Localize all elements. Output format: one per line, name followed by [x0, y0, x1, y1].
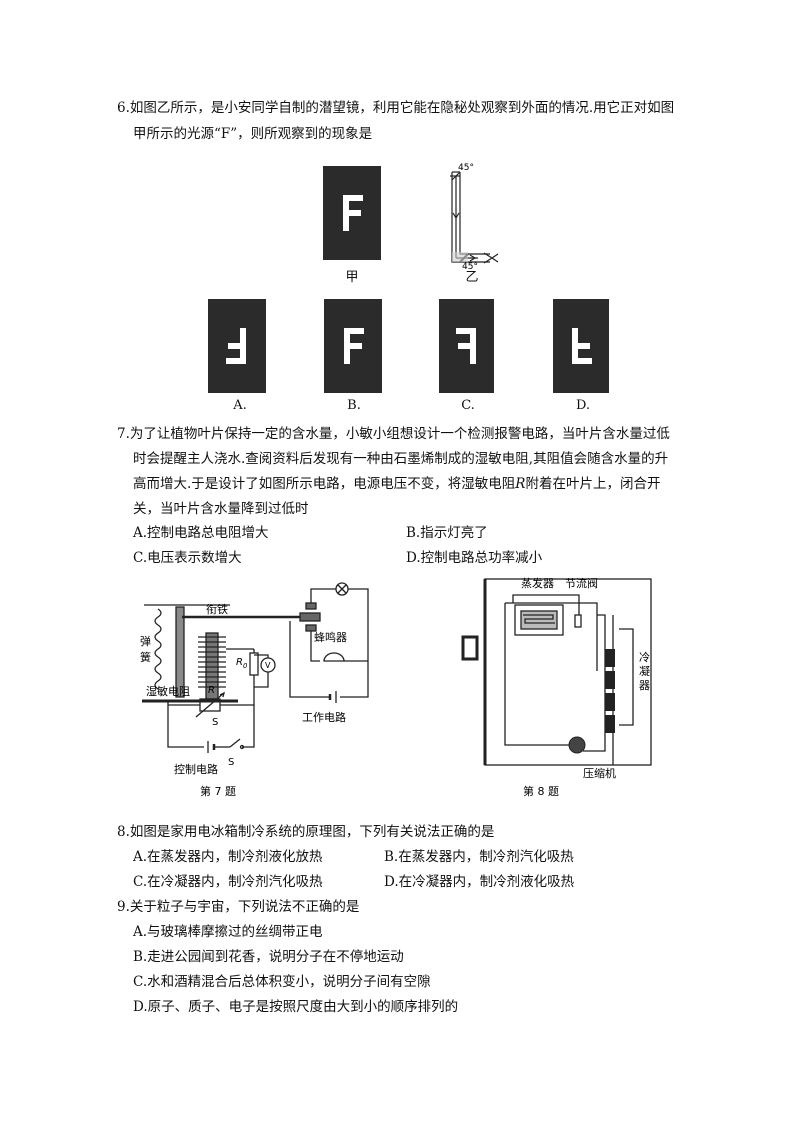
letter-f-upright-icon: [344, 328, 364, 364]
q7-line2: 时会提醒主人浇水.查阅资料后发现有一种由石墨烯制成的湿敏电阻,其阻值会随含水量的…: [133, 451, 669, 467]
figure-8-fridge: 蒸发器 节流阀 冷 凝 器 压缩机 第 8 题: [461, 576, 652, 798]
condenser-label-2: 凝: [639, 664, 650, 678]
q9-stem: 9.关于粒子与宇宙，下列说法不正确的是: [117, 899, 360, 915]
condenser-label-1: 冷: [639, 651, 650, 664]
q9-option-d[interactable]: D.原子、质子、电子是按照尺度由大到小的顺序排列的: [133, 999, 459, 1015]
q7-line3-var: R: [515, 476, 526, 492]
option-a-label: A.: [233, 398, 247, 413]
s-label-2: S: [228, 757, 234, 768]
work-circuit-label: 工作电路: [302, 711, 346, 724]
option-c-label: C.: [461, 398, 475, 413]
yi-label: 乙: [465, 270, 479, 285]
letter-f-rotated-icon: [572, 328, 592, 364]
evaporator-label: 蒸发器: [521, 576, 554, 590]
q6-line2: 甲所示的光源“F”，则所观察到的现象是: [133, 126, 373, 142]
figure-yi-periscope: 45° 45°: [450, 163, 499, 270]
humid-resistor-label: 湿敏电阻: [146, 684, 190, 698]
q7-line3-rest: 附着在叶片上，闭合开: [525, 476, 661, 492]
q8-option-a[interactable]: A.在蒸发器内，制冷剂液化放热: [133, 849, 323, 865]
jia-label: 甲: [345, 270, 359, 285]
spring-label-2: 簧: [140, 650, 151, 664]
q9-option-a[interactable]: A.与玻璃棒摩擦过的丝绸带正电: [133, 924, 323, 940]
r0-label: R0: [236, 657, 248, 670]
q7-line1: 7.为了让植物叶片保持一定的含水量，小敏小组想设计一个检测报警电路，当叶片含水量…: [117, 426, 670, 442]
letter-f-icon: [343, 195, 363, 231]
q8-option-d[interactable]: D.在冷凝器内，制冷剂液化吸热: [384, 874, 575, 890]
buzzer-label: 蜂鸣器: [314, 630, 347, 644]
q7-option-c[interactable]: C.电压表示数增大: [133, 550, 242, 566]
fig7-caption: 第 7 题: [200, 784, 236, 798]
option-d-panel[interactable]: [553, 299, 609, 393]
r-label: R: [208, 685, 215, 696]
letter-f-mirrored-icon: [455, 328, 476, 364]
angle-bottom-label: 45°: [462, 262, 478, 270]
voltmeter-label: V: [265, 661, 271, 670]
q7-option-d[interactable]: D.控制电路总功率减小: [406, 550, 543, 566]
compressor-label: 压缩机: [583, 766, 616, 780]
q8-option-b[interactable]: B.在蒸发器内，制冷剂汽化吸热: [384, 849, 574, 865]
q6-line1: 6.如图乙所示，是小安同学自制的潜望镜，利用它能在隐秘处观察到外面的情况.用它正…: [117, 100, 675, 116]
armature-label: 衔铁: [206, 603, 228, 616]
figure-jia-light-source: [323, 166, 381, 260]
q7-option-a[interactable]: A.控制电路总电阻增大: [133, 525, 269, 541]
q8-option-c[interactable]: C.在冷凝器内，制冷剂汽化吸热: [133, 874, 323, 890]
figure-7-circuit: 衔铁 蜂鸣器 弹 簧 R0 V 湿敏电阻 R S 工作电路 控制电路 S 第 7…: [140, 582, 369, 798]
option-c-panel[interactable]: [439, 299, 494, 393]
letter-f-upside-down-icon: [226, 328, 246, 364]
option-b-panel[interactable]: [324, 299, 382, 393]
q8-stem: 8.如图是家用电冰箱制冷系统的原理图，下列有关说法正确的是: [117, 824, 495, 840]
q9-option-b[interactable]: B.走进公园闻到花香，说明分子在不停地运动: [133, 949, 404, 965]
option-d-label: D.: [575, 398, 591, 413]
q7-line3: 高而增大.于是设计了如图所示电路，电源电压不变，将湿敏电阻R附着在叶片上，闭合开: [133, 474, 660, 494]
q7-line3-text: 高而增大.于是设计了如图所示电路，电源电压不变，将湿敏电阻: [133, 476, 516, 492]
s-label-1: S: [212, 717, 218, 728]
fig8-caption: 第 8 题: [523, 784, 559, 798]
spring-label-1: 弹: [140, 634, 151, 648]
control-circuit-label: 控制电路: [174, 762, 218, 776]
valve-label: 节流阀: [565, 576, 598, 590]
option-a-panel[interactable]: [208, 299, 266, 393]
condenser-label-3: 器: [639, 679, 650, 692]
q7-line4: 关，当叶片含水量降到过低时: [133, 501, 309, 517]
angle-top-label: 45°: [458, 163, 474, 173]
q7-option-b[interactable]: B.指示灯亮了: [406, 525, 488, 541]
q9-option-c[interactable]: C.水和酒精混合后总体积变小，说明分子间有空隙: [133, 974, 431, 990]
option-b-label: B.: [347, 398, 361, 413]
